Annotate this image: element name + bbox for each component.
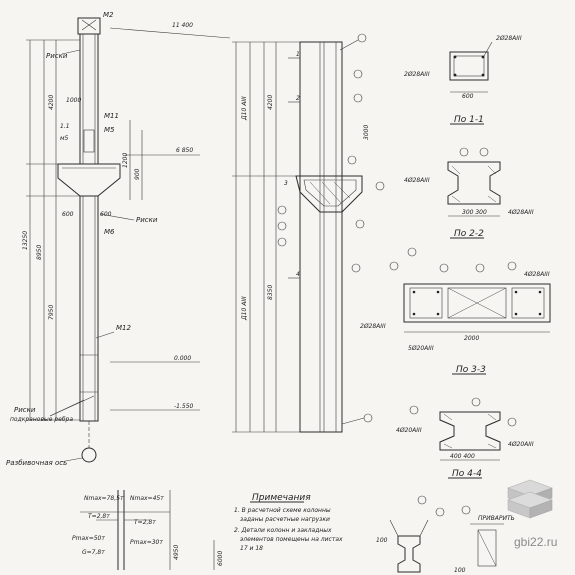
marker-m5: М5 [104,126,115,134]
load-scheme: Nmax=78,5т Nmax=45т T=2,8т T=2,8т Pmax=5… [72,490,224,570]
svg-text:G=7,8т: G=7,8т [82,549,105,556]
section-2-2-title: По 2-2 [454,229,484,239]
svg-text:1: 1 [296,51,300,58]
section-2-2: 300 300 4Ø28АIII 4Ø28АIII По 2-2 [404,147,534,239]
level-mid: 6 850 [176,147,193,154]
section-3-3-title: По 3-3 [456,365,486,375]
svg-text:1200: 1200 [122,153,129,168]
svg-text:3000: 3000 [363,125,370,140]
svg-text:600: 600 [100,211,112,218]
svg-text:7950: 7950 [48,305,55,320]
level-zero: 0.000 [174,355,191,362]
risk-label-top: Риски [46,52,68,60]
svg-text:2000: 2000 [464,335,479,342]
svg-text:Д10 АIII: Д10 АIII [241,296,248,321]
svg-text:4200: 4200 [267,95,274,110]
marker-m2: М2 [103,11,114,19]
svg-text:4Ø20АIII: 4Ø20АIII [396,427,422,434]
marker-m6: М6 [104,228,115,236]
svg-text:1000: 1000 [66,97,81,104]
section-1-1-title: По 1-1 [454,115,484,125]
note-weld: ПРИВАРИТЬ [478,515,515,522]
svg-text:100: 100 [376,537,388,544]
svg-text:600: 600 [62,211,74,218]
svg-text:400 400: 400 400 [450,453,475,460]
middle-elevation: Д10 АIII Д10 АIII 4200 8350 1 2 3 4 3000 [232,33,385,433]
svg-text:4Ø28АIII: 4Ø28АIII [508,209,534,216]
svg-text:Pmax=50т: Pmax=50т [72,535,105,542]
svg-text:Nmax=45т: Nmax=45т [130,495,164,502]
svg-text:6000: 6000 [217,551,224,566]
level-bottom: -1.550 [174,403,194,410]
svg-text:Pmax=30т: Pmax=30т [130,539,163,546]
svg-text:100: 100 [454,567,466,574]
svg-text:600: 600 [462,93,474,100]
svg-text:T=2,8т: T=2,8т [134,519,156,526]
notes-line-4: элементов помещены на листах [240,536,343,543]
risk-label-mid: Риски [136,216,158,224]
notes-block: Примечания 1. В расчетной схеме колонны … [234,493,343,552]
svg-text:T=2,8т: T=2,8т [88,513,110,520]
svg-text:8350: 8350 [267,285,274,300]
marker-m11: М11 [104,112,119,120]
notes-title: Примечания [252,493,311,503]
svg-text:8950: 8950 [36,245,43,260]
section-4-4-title: По 4-4 [452,469,482,479]
svg-text:2Ø28АIII: 2Ø28АIII [404,71,430,78]
svg-text:2: 2 [296,95,300,102]
svg-text:300 300: 300 300 [462,209,487,216]
svg-text:13250: 13250 [22,231,29,250]
svg-text:Nmax=78,5т: Nmax=78,5т [84,495,124,502]
svg-text:3: 3 [284,180,288,187]
section-1-1: 600 2Ø28АIII 2Ø28АIII По 1-1 [404,35,522,125]
svg-text:4: 4 [296,271,300,278]
svg-text:4200: 4200 [48,95,55,110]
svg-text:4Ø28АIII: 4Ø28АIII [404,177,430,184]
svg-text:4Ø20АIII: 4Ø20АIII [508,441,534,448]
watermark-logo-icon [507,479,553,519]
svg-text:4950: 4950 [173,545,180,560]
notes-line-3: 2. Детали колонн и закладных [234,527,332,534]
svg-text:м5: м5 [60,135,69,142]
section-4-4: 400 400 4Ø20АIII 4Ø20АIII По 4-4 [396,397,534,479]
svg-text:1.1: 1.1 [60,123,70,130]
svg-text:900: 900 [134,168,141,180]
notes-line-2: заданы расчетные нагрузки [240,516,330,523]
marker-m12: М12 [116,324,131,332]
left-elevation: 13250 8950 4200 7950 1200 900 11 400 6 8… [6,11,231,467]
watermark-text: gbi22.ru [514,535,557,549]
level-top: 11 400 [172,22,193,29]
bottom-details: ПРИВАРИТЬ 100 100 [376,495,515,574]
svg-text:4Ø28АIII: 4Ø28АIII [524,271,550,278]
notes-line-5: 17 и 18 [240,545,263,552]
svg-text:Д10 АIII: Д10 АIII [241,96,248,121]
risk-label-bottom: Риски [14,406,36,414]
svg-text:2Ø28АIII: 2Ø28АIII [360,323,386,330]
notes-line-1: 1. В расчетной схеме колонны [234,507,331,514]
axis-label: Разбивочная ось [6,459,67,467]
section-3-3: 2000 5Ø20АIII 2Ø28АIII 4Ø28АIII По 3-3 [360,247,551,375]
svg-text:2Ø28АIII: 2Ø28АIII [496,35,522,42]
svg-text:5Ø20АIII: 5Ø20АIII [408,345,434,352]
risk-sub-label: подкрановые ребра [10,416,73,423]
